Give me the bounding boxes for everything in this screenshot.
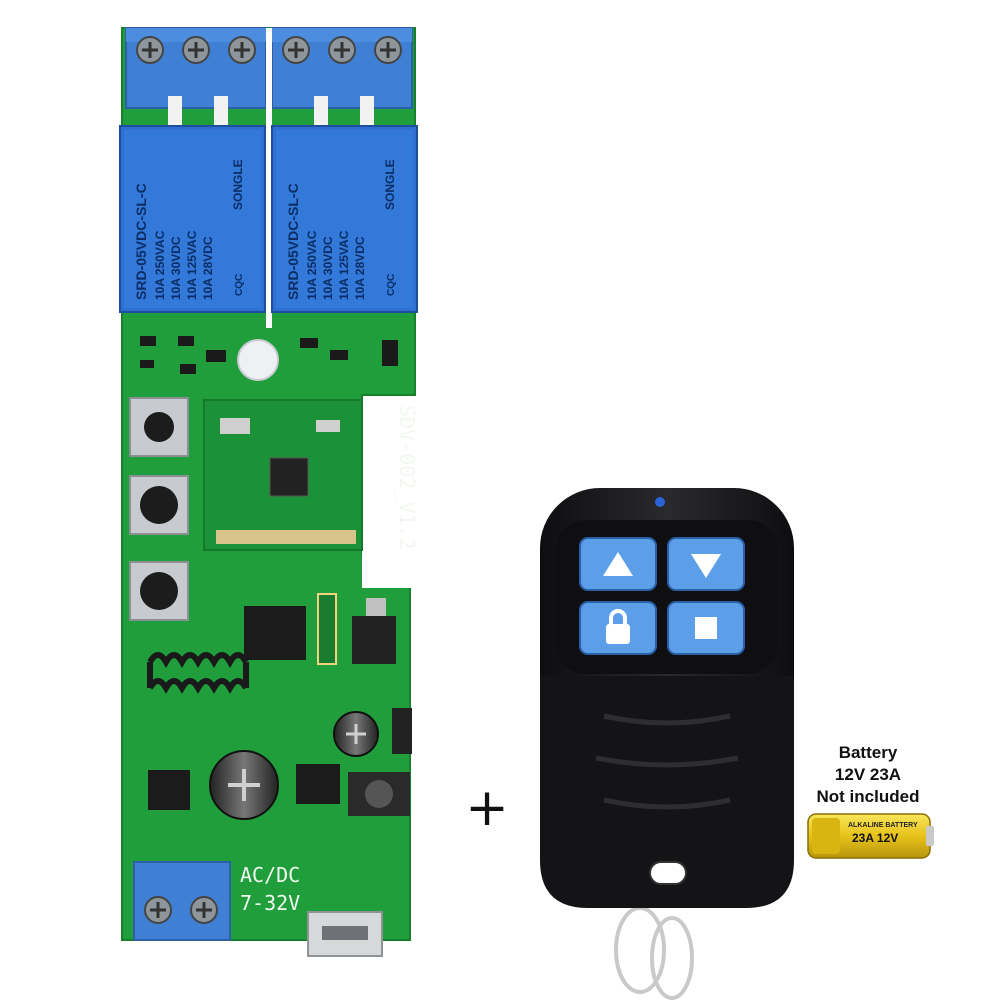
antenna-coil	[147, 652, 249, 695]
bridge-rectifier	[148, 770, 190, 810]
relay-2-rating-a: 10A 250VAC	[305, 230, 319, 300]
capacitors	[209, 711, 379, 820]
remote-lower-shell	[540, 676, 794, 908]
relay-1-brand: SONGLE	[231, 159, 245, 210]
triangle-up-icon	[603, 552, 633, 576]
diode	[392, 708, 412, 754]
board-model-label: SDV-002_V1.2	[395, 405, 419, 550]
board-slot	[266, 28, 272, 328]
pin-header	[317, 593, 337, 665]
relay-1-cert: CQC	[234, 274, 245, 296]
pcb-notch	[362, 548, 418, 588]
relay-board: SRD-05VDC-SL-C 10A 250VAC 10A 30VDC 10A …	[119, 27, 419, 957]
relay-2-rating-d: 10A 28VDC	[353, 236, 367, 300]
key-hole	[649, 861, 687, 885]
inductor-core	[365, 780, 393, 808]
smd-components	[140, 336, 398, 374]
relay-2-rating-c: 10A 125VAC	[337, 230, 351, 300]
white-led	[237, 339, 279, 381]
power-label-2: 7-32V	[240, 891, 300, 915]
battery-caption: Battery 12V 23A Not included	[800, 742, 936, 808]
regulator-tab	[366, 598, 386, 616]
ic-chip-2	[296, 764, 340, 804]
plus-sign: +	[465, 778, 509, 838]
relay-2-cert: CQC	[386, 274, 397, 296]
remote-led	[655, 497, 665, 507]
lock-icon	[606, 609, 630, 644]
remote-button-stop[interactable]	[667, 601, 745, 655]
micro-usb-port	[307, 911, 383, 957]
relay-2-brand: SONGLE	[383, 159, 397, 210]
power-label-1: AC/DC	[240, 863, 300, 887]
relay-2: SRD-05VDC-SL-C 10A 250VAC 10A 30VDC 10A …	[271, 125, 418, 313]
output-terminal-1	[125, 27, 267, 126]
remote-control	[540, 488, 794, 1000]
relay-2-model: SRD-05VDC-SL-C	[285, 183, 301, 300]
relay-1-rating-b: 10A 30VDC	[169, 236, 183, 300]
relay-1-rating-c: 10A 125VAC	[185, 230, 199, 300]
relay-1-rating-d: 10A 28VDC	[201, 236, 215, 300]
battery-caption-line3: Not included	[816, 787, 920, 806]
battery-caption-line1: Battery	[838, 743, 898, 762]
power-terminal	[133, 861, 231, 941]
relay-2-rating-b: 10A 30VDC	[321, 236, 335, 300]
remote-button-up[interactable]	[579, 537, 657, 591]
keyring	[614, 906, 694, 1000]
relay-1: SRD-05VDC-SL-C 10A 250VAC 10A 30VDC 10A …	[119, 125, 266, 313]
ic-chip	[244, 606, 306, 660]
voltage-regulator	[352, 616, 396, 664]
remote-button-lock[interactable]	[579, 601, 657, 655]
triangle-down-icon	[691, 554, 721, 578]
push-buttons	[129, 397, 189, 621]
wifi-module	[203, 399, 363, 551]
battery-label-top: ALKALINE BATTERY	[848, 822, 918, 829]
micro-usb-opening	[322, 926, 368, 940]
relay-1-rating-a: 10A 250VAC	[153, 230, 167, 300]
battery-caption-line2: 12V 23A	[834, 765, 902, 784]
remote-grooves	[595, 713, 739, 810]
remote-button-down[interactable]	[667, 537, 745, 591]
relay-1-model: SRD-05VDC-SL-C	[133, 183, 149, 300]
output-terminal-2	[271, 27, 413, 126]
battery: ALKALINE BATTERY 23A 12V	[807, 813, 934, 859]
square-stop-icon	[695, 617, 717, 639]
battery-label-model: 23A 12V	[852, 831, 898, 845]
